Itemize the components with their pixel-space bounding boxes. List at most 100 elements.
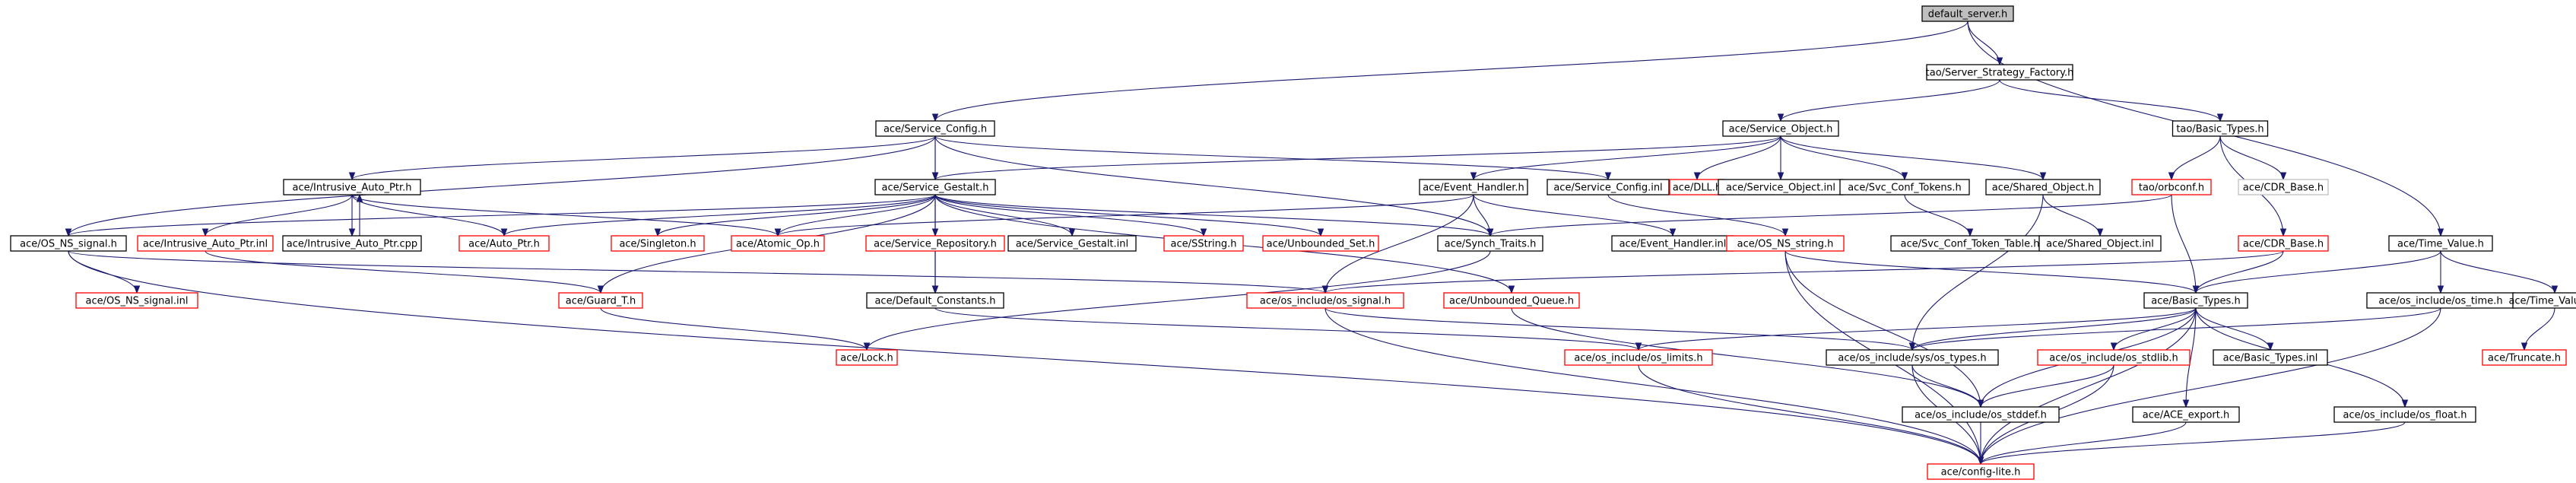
node-os-include-sys-os-types[interactable]: ace/os_include/sys/os_types.h — [1826, 349, 1999, 366]
node-cdr-base-h[interactable]: ace/CDR_Base.h — [2238, 179, 2329, 195]
arrowhead-icon — [863, 342, 871, 351]
node-basic-types-tao[interactable]: tao/Basic_Types.h — [2172, 120, 2269, 137]
node-os-ns-signal-inl[interactable]: ace/OS_NS_signal.inl — [75, 292, 198, 309]
node-intrusive-auto-ptr-inl[interactable]: ace/Intrusive_Auto_Ptr.inl — [137, 235, 274, 252]
node-orbconf[interactable]: tao/orbconf.h — [2131, 179, 2212, 195]
node-os-include-os-float[interactable]: ace/os_include/os_float.h — [2333, 406, 2476, 423]
node-atomic-op[interactable]: ace/Atomic_Op.h — [731, 235, 825, 252]
node-label: ace/Singleton.h — [619, 239, 696, 250]
edge-os-include-os-signal-to-os-include-sys-os-types — [1324, 307, 1913, 351]
node-label: ace/Svc_Conf_Token_Table.h — [1901, 239, 2040, 250]
arrowhead-icon — [356, 193, 363, 202]
node-service-gestalt[interactable]: ace/Service_Gestalt.h — [874, 179, 996, 195]
node-os-ns-string[interactable]: ace/OS_NS_string.h — [1726, 235, 1845, 252]
node-box — [1921, 5, 2014, 22]
edge-cdr-base-red-to-os-include-os-signal — [1324, 250, 2284, 294]
node-guard-t[interactable]: ace/Guard_T.h — [558, 292, 643, 309]
node-os-include-os-stdlib[interactable]: ace/os_include/os_stdlib.h — [2037, 349, 2191, 366]
node-service-config[interactable]: ace/Service_Config.h — [875, 120, 995, 137]
node-label: tao/orbconf.h — [2139, 183, 2204, 194]
edge-service-gestalt-to-singleton — [657, 194, 936, 237]
node-intrusive-auto-ptr-cpp[interactable]: ace/Intrusive_Auto_Ptr.cpp — [282, 235, 422, 252]
arrowhead-icon — [1966, 228, 1974, 237]
node-time-value-inl[interactable]: ace/Time_Value.inl — [2508, 292, 2576, 309]
node-service-gestalt-inl[interactable]: ace/Service_Gestalt.inl — [1007, 235, 1137, 252]
node-event-handler[interactable]: ace/Event_Handler.h — [1419, 179, 1528, 195]
edge-basic-types-ace-to-os-include-os-stdlib — [2113, 307, 2197, 351]
arrowhead-icon — [597, 285, 604, 294]
node-cdr-base-red[interactable]: ace/CDR_Base.h — [2238, 235, 2329, 252]
node-label: ace/Basic_Types.inl — [2223, 353, 2318, 364]
node-os-include-os-stddef[interactable]: ace/os_include/os_stddef.h — [1902, 406, 2060, 423]
edge-event-handler-to-atomic-op — [777, 194, 1474, 237]
node-auto-ptr[interactable]: ace/Auto_Ptr.h — [458, 235, 550, 252]
node-box — [1926, 64, 2073, 81]
node-service-object[interactable]: ace/Service_Object.h — [1722, 120, 1839, 137]
node-shared-object[interactable]: ace/Shared_Object.h — [1985, 179, 2101, 195]
node-service-object-inl[interactable]: ace/Service_Object.inl — [1718, 179, 1844, 195]
node-label: ace/os_include/os_float.h — [2343, 410, 2467, 421]
node-label: ace/Auto_Ptr.h — [468, 239, 540, 250]
edge-shared-object-to-os-include-sys-os-types — [1911, 194, 2044, 351]
node-server-strategy-factory[interactable]: tao/Server_Strategy_Factory.h — [1926, 64, 2074, 81]
arrowhead-icon — [2110, 342, 2118, 351]
node-basic-types-inl[interactable]: ace/Basic_Types.inl — [2213, 349, 2328, 366]
node-os-include-os-limits[interactable]: ace/os_include/os_limits.h — [1564, 349, 1713, 366]
node-lock[interactable]: ace/Lock.h — [836, 349, 898, 366]
node-unbounded-set[interactable]: ace/Unbounded_Set.h — [1262, 235, 1379, 252]
edge-event-handler-to-event-handler-inl — [1473, 194, 1673, 237]
node-label: ace/Event_Handler.h — [1423, 183, 1524, 194]
edge-event-handler-to-os-include-os-signal — [1324, 194, 1474, 294]
node-default-server[interactable]: default_server.h — [1921, 5, 2014, 22]
node-label: ace/os_include/os_time.h — [2378, 296, 2502, 307]
node-label: ace/OS_NS_signal.inl — [85, 296, 188, 307]
node-shared-object-inl[interactable]: ace/Shared_Object.inl — [2038, 235, 2162, 252]
node-unbounded-queue[interactable]: ace/Unbounded_Queue.h — [1443, 292, 1580, 309]
edge-os-include-os-limits-to-config-lite — [1638, 364, 1981, 465]
node-box — [283, 179, 421, 195]
edges-layer — [65, 21, 2559, 466]
arrowhead-icon — [1604, 172, 1612, 181]
node-label: ace/Lock.h — [840, 353, 893, 364]
node-sstring[interactable]: ace/SString.h — [1163, 235, 1244, 252]
node-label: ace/os_include/os_limits.h — [1574, 353, 1702, 364]
node-basic-types-ace[interactable]: ace/Basic_Types.h — [2143, 292, 2248, 309]
edge-service-config-inl-to-os-ns-string — [1607, 194, 1786, 237]
node-config-lite[interactable]: ace/config-lite.h — [1927, 463, 2035, 480]
node-ace-export[interactable]: ace/ACE_export.h — [2132, 406, 2240, 423]
node-label: tao/Server_Strategy_Factory.h — [1926, 68, 2074, 79]
edge-unbounded-queue-to-os-include-os-stddef — [1511, 307, 1981, 408]
node-service-config-inl[interactable]: ace/Service_Config.inl — [1547, 179, 1670, 195]
node-os-ns-signal[interactable]: ace/OS_NS_signal.h — [10, 235, 127, 252]
edge-service-gestalt-to-auto-ptr — [503, 194, 936, 237]
node-dll[interactable]: ace/DLL.h — [1669, 179, 1725, 195]
node-os-include-os-time[interactable]: ace/os_include/os_time.h — [2366, 292, 2515, 309]
node-truncate[interactable]: ace/Truncate.h — [2482, 349, 2567, 366]
node-singleton[interactable]: ace/Singleton.h — [611, 235, 705, 252]
node-box — [2143, 292, 2248, 309]
node-intrusive-auto-ptr-h[interactable]: ace/Intrusive_Auto_Ptr.h — [283, 179, 421, 195]
node-svc-conf-tokens[interactable]: ace/Svc_Conf_Tokens.h — [1839, 179, 1970, 195]
edge-default-server-to-service-config — [934, 21, 1968, 122]
node-event-handler-inl[interactable]: ace/Event_Handler.inl — [1611, 235, 1734, 252]
node-box — [458, 235, 550, 252]
node-label: ace/ACE_export.h — [2143, 410, 2229, 421]
node-service-repository[interactable]: ace/Service_Repository.h — [865, 235, 1005, 252]
node-svc-conf-token-table[interactable]: ace/Svc_Conf_Token_Table.h — [1890, 235, 2050, 252]
arrowhead-icon — [1486, 228, 1494, 237]
arrowhead-icon — [201, 228, 209, 237]
node-box — [1443, 292, 1580, 309]
node-label: ace/os_include/os_stdlib.h — [2049, 353, 2178, 364]
node-default-constants[interactable]: ace/Default_Constants.h — [866, 292, 1004, 309]
node-os-include-os-signal[interactable]: ace/os_include/os_signal.h — [1246, 292, 1404, 309]
node-label: ace/Service_Config.inl — [1553, 183, 1662, 194]
node-box — [1007, 235, 1137, 252]
arrowhead-icon — [1977, 456, 1984, 466]
edge-basic-types-ace-to-os-include-os-limits — [1638, 307, 2197, 351]
node-label: ace/Service_Object.h — [1729, 124, 1833, 135]
node-box — [1985, 179, 2101, 195]
arrowhead-icon — [500, 228, 508, 237]
node-synch-traits[interactable]: ace/Synch_Traits.h — [1437, 235, 1543, 252]
arrowhead-icon — [2437, 285, 2444, 294]
node-time-value[interactable]: ace/Time_Value.h — [2388, 235, 2493, 252]
